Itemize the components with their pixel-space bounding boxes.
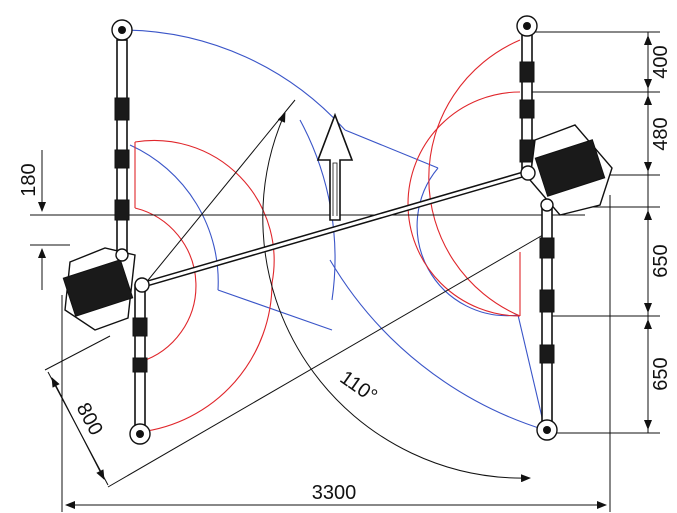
right-upper-arm-block-3 — [519, 139, 535, 163]
dim-3300: 3300 — [312, 482, 357, 504]
dim-400: 400 — [650, 45, 672, 78]
dim-180: 180 — [18, 163, 40, 196]
right-upper-arm-block-2 — [519, 99, 535, 119]
left-lower-arm-block-2 — [132, 357, 148, 373]
left-upper-lift-pad-center — [118, 26, 126, 34]
arrow-800 — [51, 377, 105, 480]
angle-110: 110° — [336, 367, 381, 408]
right-lift-post — [516, 15, 613, 441]
beam-inner — [141, 171, 529, 287]
right-upper-lift-pad-center — [523, 22, 531, 30]
red-arc-left-lower — [139, 282, 273, 433]
right-lower-lift-pad-center — [543, 426, 551, 434]
right-upper-pivot — [520, 165, 536, 181]
left-lower-lift-pad-center — [136, 430, 144, 438]
blue-lower-right — [517, 314, 546, 431]
left-upper-arm-block-3 — [114, 199, 130, 221]
blue-segment-top — [344, 129, 439, 169]
left-lower-arm-block-1 — [132, 317, 148, 337]
right-lower-arm-block-1 — [539, 237, 555, 259]
left-lower-pivot — [134, 277, 150, 293]
blue-arc-lower — [329, 259, 546, 431]
dim-800: 800 — [72, 399, 107, 439]
dim-650-lower: 650 — [650, 357, 672, 390]
angle-ray — [139, 99, 296, 291]
ext-800-a — [44, 335, 111, 371]
angle-arc-110 — [262, 112, 531, 483]
left-post-body — [62, 259, 134, 317]
left-upper-arm-block-1 — [114, 97, 130, 121]
right-lower-arm-block-3 — [539, 344, 555, 364]
ext-800-b — [107, 231, 549, 488]
up-arrow-icon — [316, 112, 354, 221]
right-upper-arm-block-1 — [519, 61, 535, 83]
right-post-body — [534, 139, 606, 197]
right-lower-pivot — [540, 198, 554, 212]
left-upper-arm-block-2 — [114, 149, 130, 169]
blue-arc-left-inner — [129, 144, 219, 291]
red-arc-left-upper — [134, 139, 275, 284]
left-upper-arm — [116, 39, 128, 256]
dim-650-upper: 650 — [650, 244, 672, 277]
cross-beam — [141, 170, 529, 288]
right-lower-arm-block-2 — [539, 289, 555, 313]
left-lift-post — [62, 19, 151, 445]
left-upper-pivot — [115, 248, 129, 262]
red-arc-left-inner — [134, 207, 197, 363]
dim-480: 480 — [650, 117, 672, 150]
blue-arc-left-outer — [124, 29, 346, 131]
